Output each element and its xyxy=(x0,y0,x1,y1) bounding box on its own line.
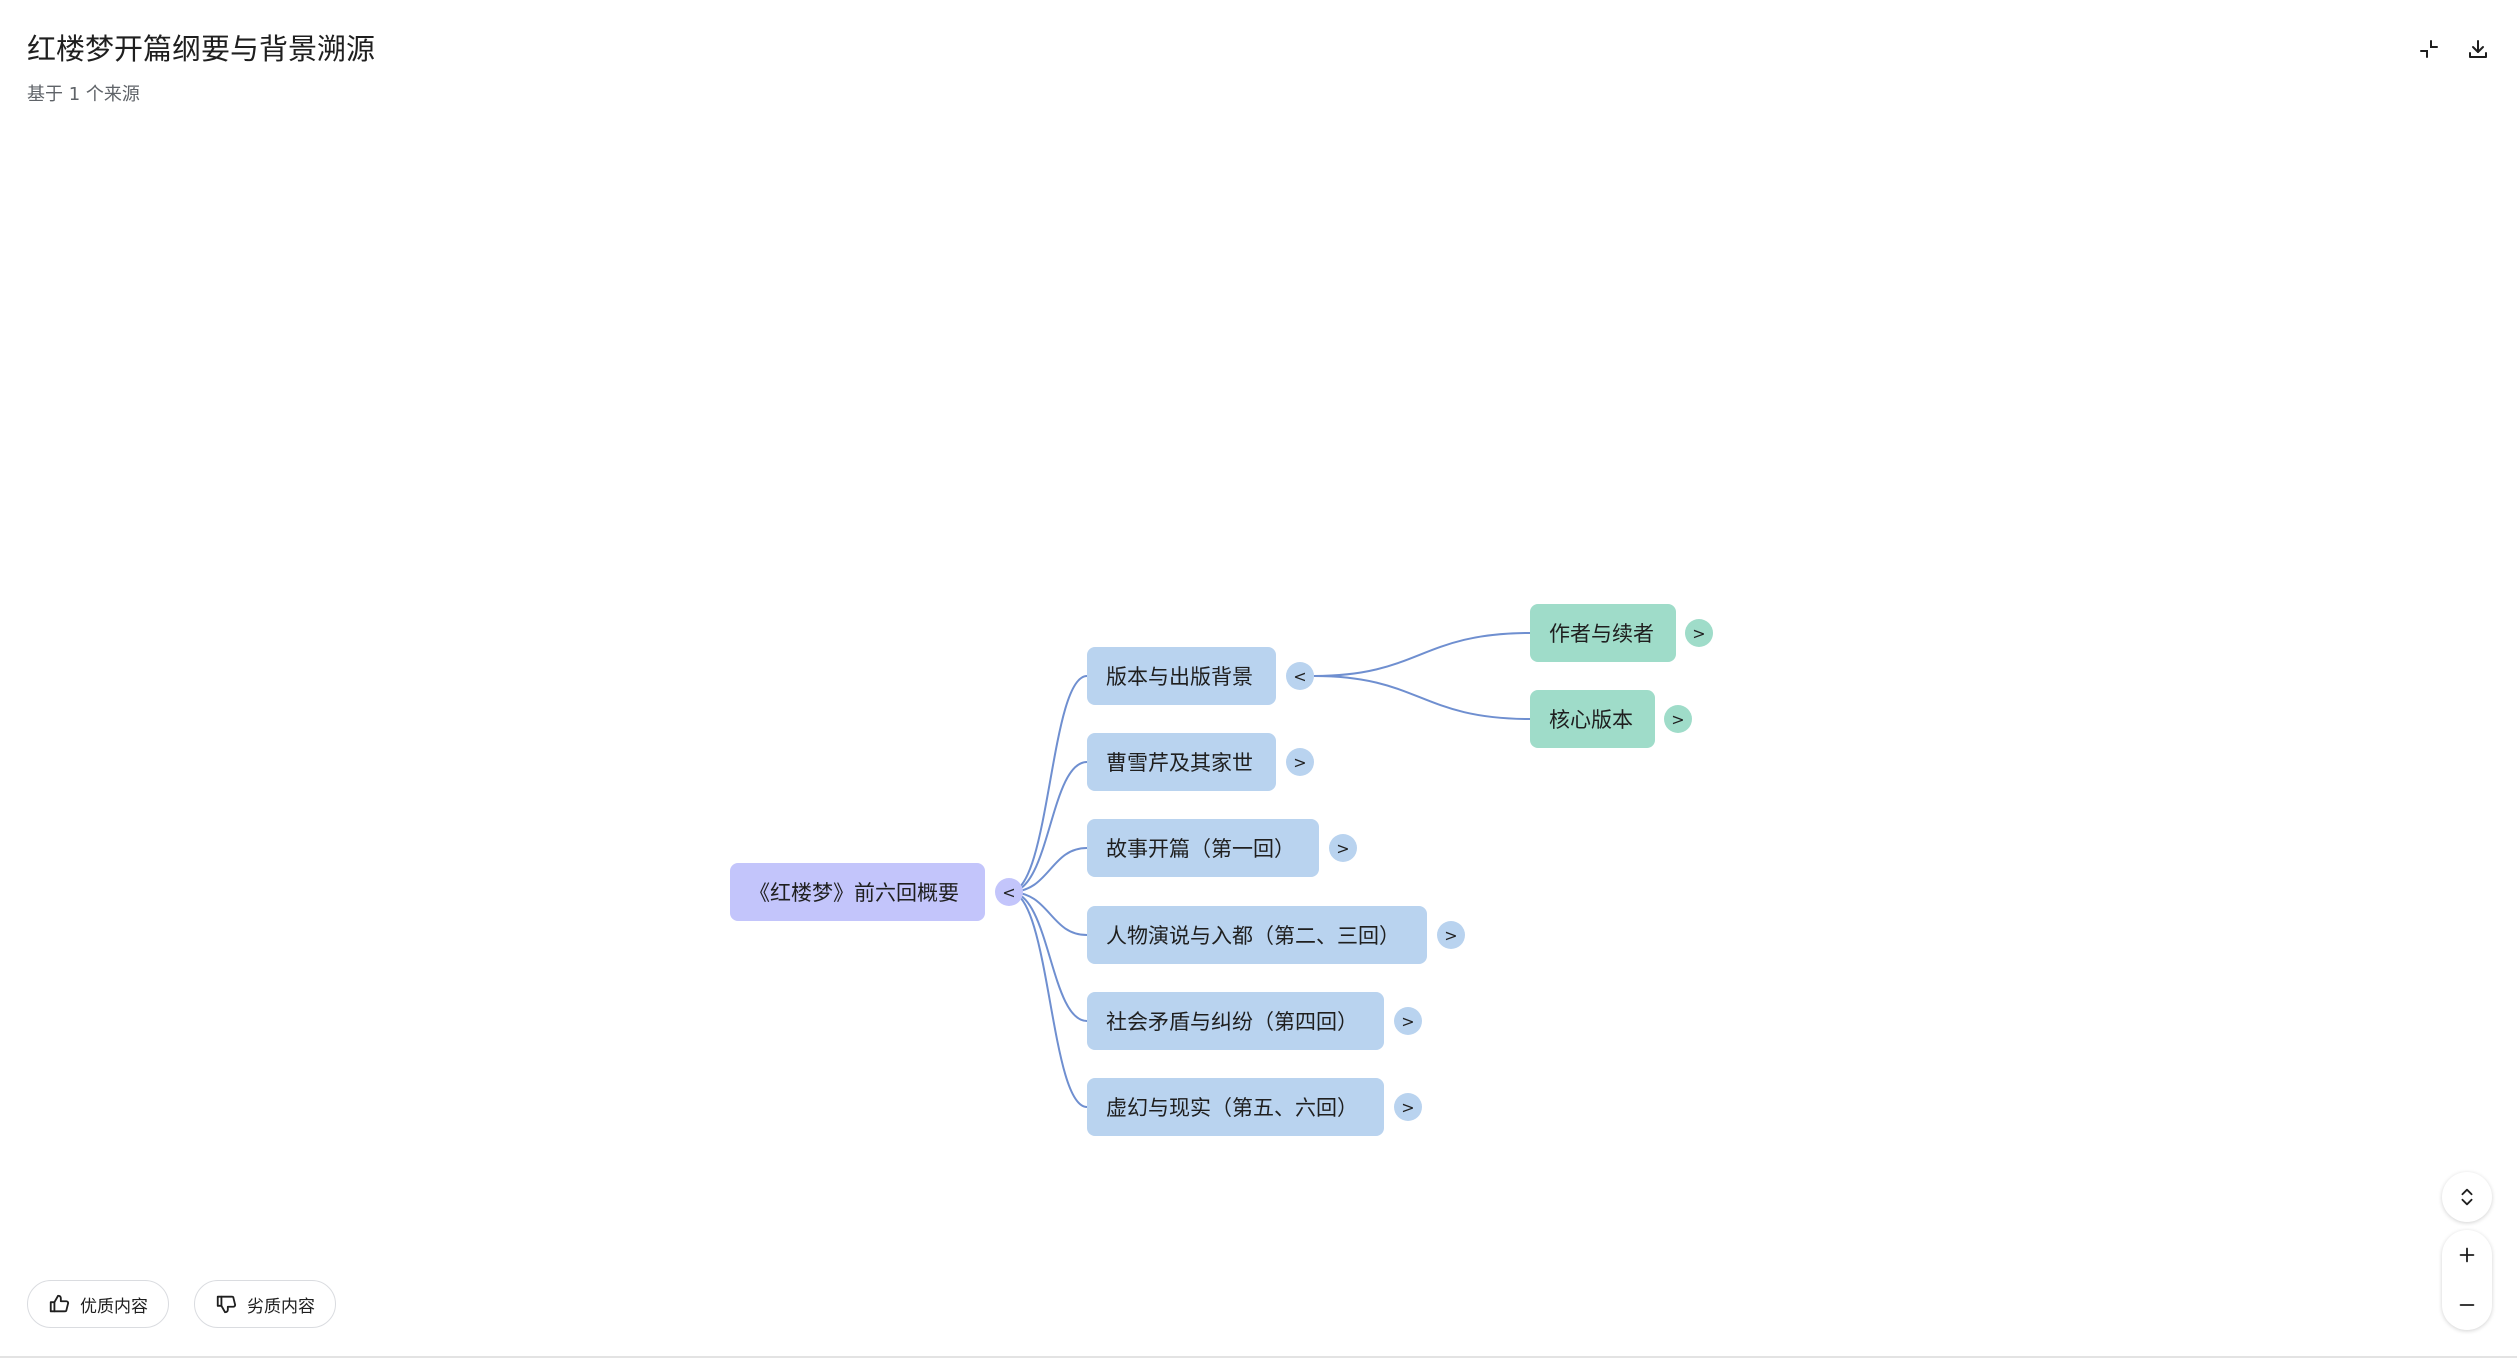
mindmap-root-node[interactable]: 《红楼梦》前六回概要 xyxy=(730,863,985,921)
branch-node-illusion-reality[interactable]: 虚幻与现实（第五、六回） xyxy=(1087,1078,1384,1136)
branch-label: 人物演说与入都（第二、三回） xyxy=(1106,924,1400,948)
zoom-out-button[interactable] xyxy=(2442,1280,2492,1330)
branch-node-story-opening[interactable]: 故事开篇（第一回） xyxy=(1087,819,1319,877)
branch-toggle-caoxueqin-family[interactable]: > xyxy=(1286,748,1314,776)
bad-content-button[interactable]: 劣质内容 xyxy=(194,1280,336,1328)
zoom-in-icon xyxy=(2459,1247,2475,1263)
branch-toggle-characters-capital[interactable]: > xyxy=(1437,921,1465,949)
collapse-icon[interactable] xyxy=(2414,34,2444,64)
good-content-label: 优质内容 xyxy=(80,1296,148,1317)
expand-vertical-icon xyxy=(2461,1188,2473,1206)
connector-root-branch-1 xyxy=(1009,675,1088,893)
branch-toggle-edition-background[interactable]: < xyxy=(1286,662,1314,690)
connector-root-branch-4 xyxy=(1009,891,1088,936)
branch-label: 故事开篇（第一回） xyxy=(1106,837,1295,861)
connector-branch-1-sub-1 xyxy=(1313,632,1531,677)
bottom-divider xyxy=(0,1356,2517,1358)
root-node-label: 《红楼梦》前六回概要 xyxy=(749,881,959,905)
sub-node-core-editions[interactable]: 核心版本 xyxy=(1530,690,1655,748)
sub-node-author-continuator[interactable]: 作者与续者 xyxy=(1530,604,1676,662)
branch-label: 版本与出版背景 xyxy=(1106,665,1253,689)
connector-root-branch-2 xyxy=(1009,761,1088,893)
expand-vertical-button[interactable] xyxy=(2442,1172,2492,1222)
zoom-controls xyxy=(2442,1230,2492,1330)
zoom-out-icon xyxy=(2459,1304,2475,1306)
page-title: 红楼梦开篇纲要与背景溯源 xyxy=(27,32,376,66)
sub-branch-label: 作者与续者 xyxy=(1549,622,1654,646)
branch-label: 虚幻与现实（第五、六回） xyxy=(1106,1096,1358,1120)
branch-label: 社会矛盾与纠纷（第四回） xyxy=(1106,1010,1358,1034)
branch-toggle-story-opening[interactable]: > xyxy=(1329,834,1357,862)
branch-toggle-illusion-reality[interactable]: > xyxy=(1394,1093,1422,1121)
branch-node-edition-background[interactable]: 版本与出版背景 xyxy=(1087,647,1276,705)
source-count: 基于 1 个来源 xyxy=(27,84,140,105)
sub-toggle-author-continuator[interactable]: > xyxy=(1685,619,1713,647)
thumbs-up-icon xyxy=(48,1293,70,1315)
download-icon[interactable] xyxy=(2463,34,2493,64)
branch-label: 曹雪芹及其家世 xyxy=(1106,751,1253,775)
branch-node-characters-capital[interactable]: 人物演说与入都（第二、三回） xyxy=(1087,906,1427,964)
sub-branch-label: 核心版本 xyxy=(1549,708,1633,732)
connector-root-branch-6 xyxy=(1009,891,1088,1108)
good-content-button[interactable]: 优质内容 xyxy=(27,1280,169,1328)
sub-toggle-core-editions[interactable]: > xyxy=(1664,705,1692,733)
bad-content-label: 劣质内容 xyxy=(247,1296,315,1317)
thumbs-down-icon xyxy=(215,1293,237,1315)
zoom-in-button[interactable] xyxy=(2442,1230,2492,1280)
branch-node-social-conflict[interactable]: 社会矛盾与纠纷（第四回） xyxy=(1087,992,1384,1050)
root-collapse-toggle[interactable]: < xyxy=(995,878,1023,906)
connector-branch-1-sub-2 xyxy=(1313,675,1531,720)
connector-root-branch-5 xyxy=(1009,891,1088,1022)
branch-node-caoxueqin-family[interactable]: 曹雪芹及其家世 xyxy=(1087,733,1276,791)
branch-toggle-social-conflict[interactable]: > xyxy=(1394,1007,1422,1035)
